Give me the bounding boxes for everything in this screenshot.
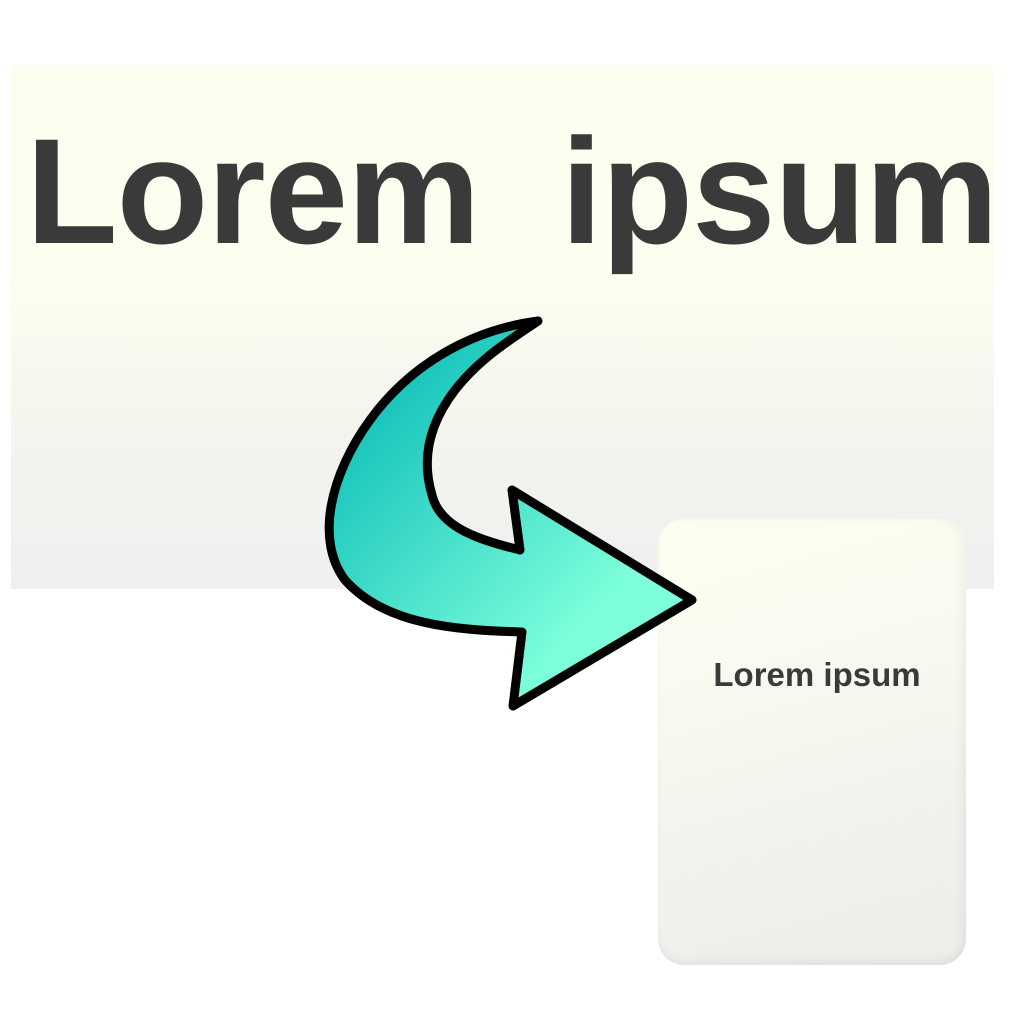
target-card-title: Lorem ipsum [713, 656, 921, 693]
target-card: Lorem ipsum [658, 519, 966, 965]
source-title: Lorem ipsum [26, 107, 999, 275]
